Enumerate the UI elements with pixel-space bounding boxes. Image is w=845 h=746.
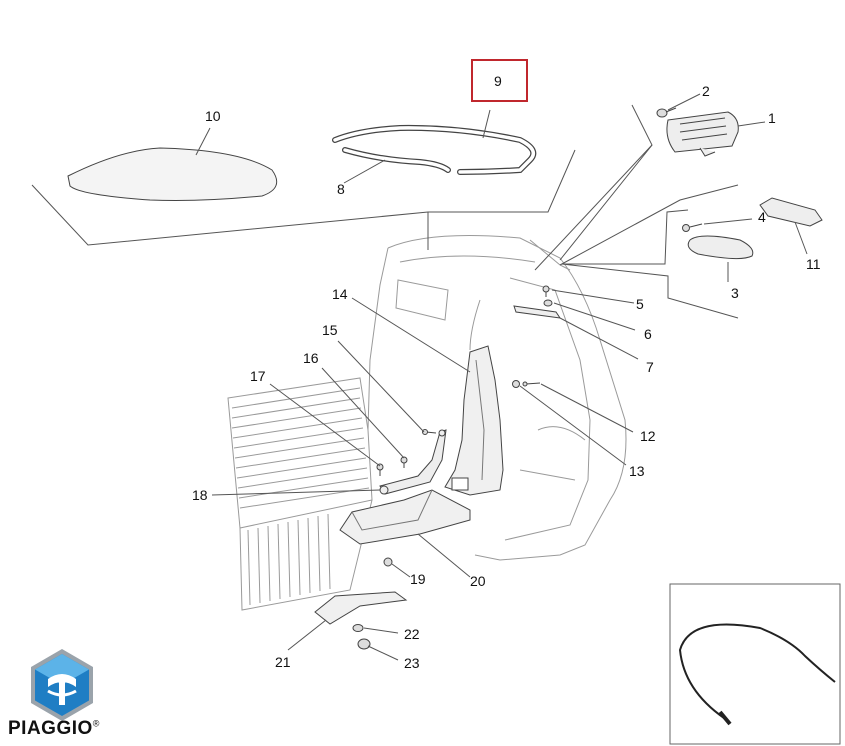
callout-10: 10	[205, 108, 221, 124]
inset-cable	[678, 623, 836, 719]
part-22-23-washer-nut	[352, 624, 371, 650]
leader-lines	[195, 93, 808, 661]
brand-name: PIAGGIO®	[8, 718, 100, 739]
callout-15: 15	[322, 322, 338, 338]
part-11-bracket	[759, 197, 823, 227]
callout-1: 1	[768, 110, 776, 126]
part-14-pillar-trim	[444, 345, 504, 496]
callout-20: 20	[470, 573, 486, 589]
part-4-screw	[682, 223, 703, 232]
part-3-sun-visor	[687, 235, 754, 260]
callout-17: 17	[250, 368, 266, 384]
piaggio-logo-icon	[31, 649, 93, 721]
callout-5: 5	[636, 296, 644, 312]
callout-12: 12	[640, 428, 656, 444]
callout-18: 18	[192, 487, 208, 503]
part-12-13-screw-washer	[512, 380, 541, 388]
part-5-6-screw-washer	[542, 285, 553, 307]
callout-7: 7	[646, 359, 654, 375]
part-20-floor-trim	[339, 489, 471, 545]
part-21-bracket	[314, 591, 408, 625]
highlight-box-9	[471, 59, 528, 102]
callout-14: 14	[332, 286, 348, 302]
callout-2: 2	[702, 83, 710, 99]
part-19-nut	[383, 557, 393, 567]
registered-mark: ®	[92, 718, 100, 729]
part-10-roof-panel	[67, 147, 278, 201]
callout-16: 16	[303, 350, 319, 366]
cargo-bed	[227, 377, 373, 611]
callout-6: 6	[644, 326, 652, 342]
callout-9: 9	[494, 73, 502, 89]
callout-8: 8	[337, 181, 345, 197]
callouts: 1 2 3 4 5 6 7 8 9 10 11 12 13 14 15 16 1…	[192, 73, 821, 671]
part-7-trim-strip	[513, 305, 562, 319]
inset-box	[669, 583, 841, 745]
callout-21: 21	[275, 654, 291, 670]
part-1-dome-light	[666, 111, 739, 157]
callout-3: 3	[731, 285, 739, 301]
callout-23: 23	[404, 655, 420, 671]
callout-4: 4	[758, 209, 766, 225]
callout-11: 11	[806, 256, 821, 272]
group-bracket-right	[559, 104, 653, 261]
callout-22: 22	[404, 626, 420, 642]
part-2-screw	[656, 107, 677, 118]
callout-13: 13	[629, 463, 645, 479]
part-18-cable-guide	[379, 429, 447, 495]
callout-19: 19	[410, 571, 426, 587]
